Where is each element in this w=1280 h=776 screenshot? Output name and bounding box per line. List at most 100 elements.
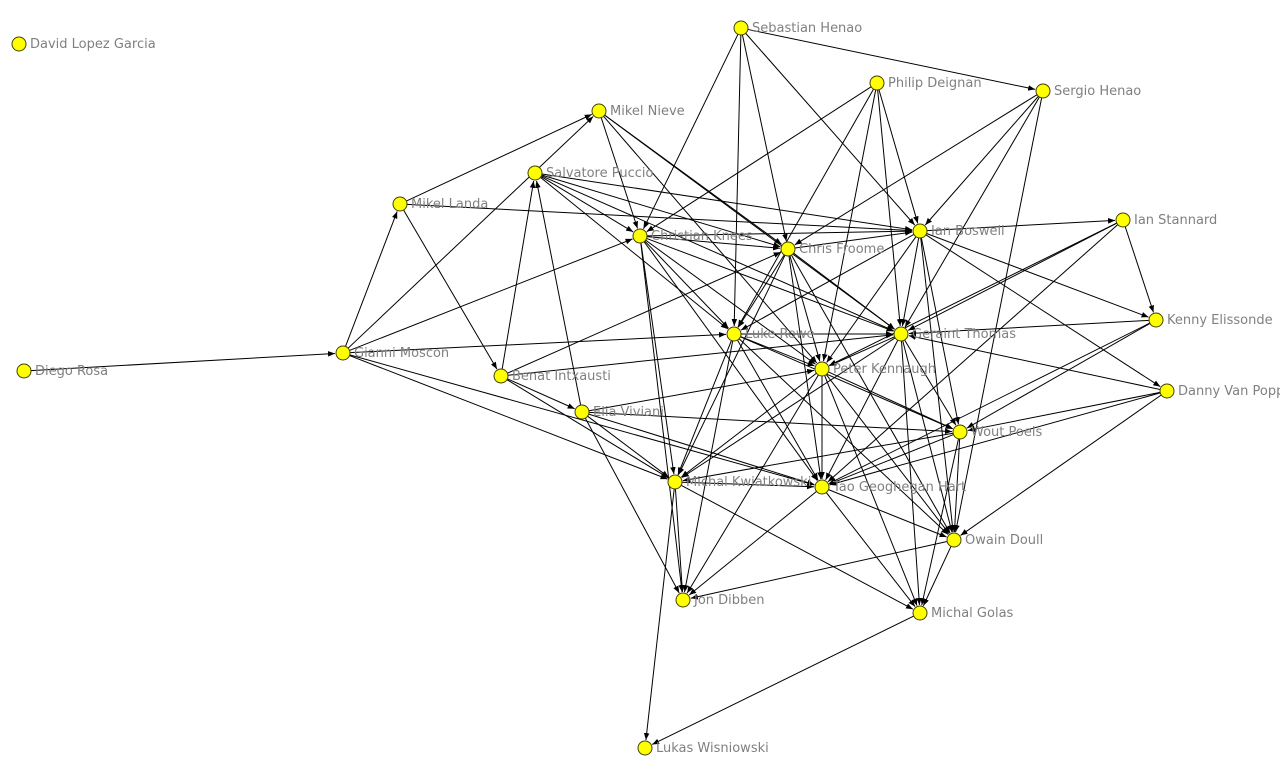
edge: [406, 203, 913, 234]
node-label: Kenny Elissonde: [1167, 313, 1273, 328]
node-circle[interactable]: [527, 165, 543, 181]
node-circle[interactable]: [675, 592, 691, 608]
edge: [30, 351, 336, 372]
node[interactable]: Christian Knees: [632, 228, 753, 244]
edge: [737, 254, 785, 328]
edge: [740, 336, 815, 367]
edge: [644, 240, 729, 329]
node[interactable]: Sergio Henao: [1035, 83, 1141, 99]
edge: [828, 222, 1117, 366]
edge: [794, 230, 913, 249]
node-label: David Lopez Garcia: [30, 37, 156, 52]
edge: [920, 237, 960, 425]
edge: [825, 374, 950, 534]
node-circle[interactable]: [869, 75, 885, 91]
node-circle[interactable]: [733, 20, 749, 36]
node[interactable]: Mikel Landa: [392, 196, 488, 212]
edge: [640, 242, 685, 593]
node[interactable]: Chris Froome: [780, 241, 884, 257]
edge: [920, 438, 959, 606]
edge: [900, 340, 922, 606]
node[interactable]: Gianni Moscon: [335, 345, 449, 361]
edge: [646, 236, 781, 251]
edge: [952, 438, 961, 533]
node[interactable]: Lukas Wisniowski: [637, 740, 769, 756]
node-label: Michal Kwiatkowski: [686, 475, 811, 490]
node-circle[interactable]: [335, 345, 351, 361]
node-label: Benat Intxausti: [512, 369, 611, 384]
node-circle[interactable]: [632, 228, 648, 244]
node[interactable]: Kenny Elissonde: [1148, 312, 1273, 328]
node-circle[interactable]: [591, 103, 607, 119]
edge: [349, 238, 633, 351]
edge: [588, 411, 953, 435]
node[interactable]: Jon Dibben: [675, 592, 765, 608]
node-label: Wout Poels: [971, 425, 1042, 440]
edge: [604, 114, 895, 330]
node-circle[interactable]: [11, 36, 27, 52]
node[interactable]: Danny Van Poppel: [1159, 383, 1280, 399]
node-circle[interactable]: [780, 241, 796, 257]
edge: [1124, 226, 1154, 313]
edge: [825, 492, 916, 607]
edge: [681, 337, 896, 479]
node[interactable]: Salvatore Puccio: [527, 165, 653, 181]
edge: [651, 615, 914, 745]
node-circle[interactable]: [1159, 383, 1175, 399]
node[interactable]: Luke Rowe: [726, 326, 814, 342]
node-circle[interactable]: [1148, 312, 1164, 328]
node[interactable]: David Lopez Garcia: [11, 36, 156, 52]
node-circle[interactable]: [16, 363, 32, 379]
edge: [828, 489, 947, 538]
edge: [794, 94, 1038, 246]
edge: [349, 354, 815, 486]
edge: [825, 339, 899, 481]
edge: [683, 340, 734, 593]
node[interactable]: Geraint Thomas: [893, 326, 1016, 342]
node[interactable]: Peter Kennaugh: [814, 361, 936, 377]
node[interactable]: Ian Stannard: [1115, 212, 1217, 228]
edge: [826, 236, 917, 363]
edge: [584, 417, 680, 594]
node-circle[interactable]: [392, 196, 408, 212]
node-circle[interactable]: [1115, 212, 1131, 228]
edge: [507, 332, 894, 376]
node-circle[interactable]: [814, 479, 830, 495]
node[interactable]: Wout Poels: [952, 424, 1042, 440]
edge: [793, 252, 895, 330]
node[interactable]: Diego Rosa: [16, 363, 108, 379]
node-label: Sebastian Henao: [752, 21, 862, 36]
edge: [588, 413, 815, 486]
node-circle[interactable]: [912, 605, 928, 621]
edge: [908, 334, 1161, 391]
node[interactable]: Benat Intxausti: [493, 368, 611, 384]
node-circle[interactable]: [726, 326, 742, 342]
node-circle[interactable]: [574, 404, 590, 420]
node-circle[interactable]: [493, 368, 509, 384]
node-circle[interactable]: [946, 532, 962, 548]
node[interactable]: Ian Boswell: [912, 223, 1005, 239]
node-circle[interactable]: [893, 326, 909, 342]
node-circle[interactable]: [912, 223, 928, 239]
node[interactable]: Michal Kwiatkowski: [667, 474, 811, 490]
node[interactable]: Mikel Nieve: [591, 103, 685, 119]
node[interactable]: Michal Golas: [912, 605, 1014, 621]
edge: [347, 116, 594, 349]
edge: [926, 233, 1149, 318]
node-label: Philip Deignan: [888, 76, 982, 91]
edge: [540, 176, 634, 233]
node[interactable]: Tao Geoghegan Hart: [814, 479, 966, 495]
node-circle[interactable]: [814, 361, 830, 377]
node[interactable]: Sebastian Henao: [733, 20, 862, 36]
node[interactable]: Elia Viviani: [574, 404, 664, 420]
node-circle[interactable]: [952, 424, 968, 440]
node-circle[interactable]: [667, 474, 683, 490]
node[interactable]: Philip Deignan: [869, 75, 982, 91]
edge: [677, 340, 732, 475]
node-circle[interactable]: [1035, 83, 1051, 99]
edge: [829, 392, 1161, 486]
edge: [737, 339, 819, 481]
node[interactable]: Owain Doull: [946, 532, 1043, 548]
node-circle[interactable]: [637, 740, 653, 756]
edge: [535, 180, 582, 406]
